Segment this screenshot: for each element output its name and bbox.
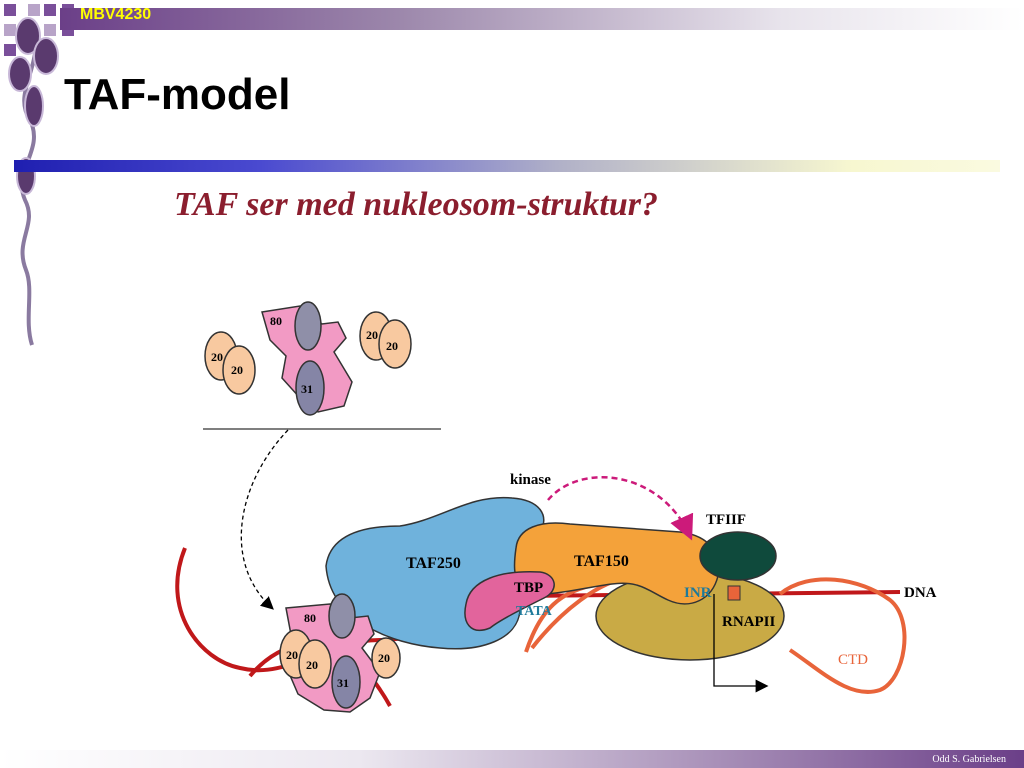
taf80-subunit: [261, 305, 353, 413]
taf20-label: 20: [386, 339, 398, 353]
tata-label: TATA: [516, 604, 553, 619]
tbp-body: [464, 571, 555, 631]
taf20-subunit: [371, 637, 401, 679]
taf20-subunit: [222, 345, 256, 395]
vine-bead: [15, 17, 41, 55]
transcription-start-arrow: [713, 594, 769, 693]
decor-square: [28, 4, 40, 16]
decor-square: [4, 44, 16, 56]
taf20-label: 20: [366, 328, 378, 342]
decor-square: [4, 4, 16, 16]
inr-label: INR: [684, 585, 712, 601]
title-rule: [14, 160, 1000, 172]
taf80-label: 80: [270, 314, 282, 328]
taf20-label: 20: [286, 648, 298, 662]
taf20-subunit: [378, 319, 412, 369]
tbp-label: TBP: [514, 580, 543, 596]
taf80-grey-subunit: [328, 593, 356, 639]
vine-bead: [33, 37, 59, 75]
taf31-subunit: [331, 655, 361, 709]
upper-taf-cluster: 20 20 80 31 20 20: [204, 301, 412, 416]
figure-title: TAF ser med nukleosom-struktur?: [174, 186, 658, 223]
vine-bead: [24, 85, 44, 127]
taf31-label: 31: [301, 382, 313, 396]
dna-label: DNA: [904, 585, 937, 601]
inr-box: [727, 585, 741, 601]
taf31-subunit: [295, 360, 325, 416]
taf250-label: TAF250: [406, 555, 461, 572]
slide-title: TAF-model: [64, 70, 291, 119]
taf31-label: 31: [337, 676, 349, 690]
taf150-label: TAF150: [574, 553, 629, 570]
taf20-label: 20: [211, 350, 223, 364]
decor-square: [44, 4, 56, 16]
tfiif-label: TFIIF: [706, 512, 746, 528]
rnapii-label: RNAPII: [722, 614, 775, 630]
decor-square: [4, 24, 16, 36]
footer-bar: [0, 750, 1024, 768]
taf20-subunit: [298, 639, 332, 689]
taf80-label: 80: [304, 611, 316, 625]
lower-taf-cluster: 80 20 20 20 31: [279, 593, 401, 713]
assembly-arrow: [240, 429, 289, 610]
tfiif-body: [699, 531, 777, 581]
taf20-label: 20: [306, 658, 318, 672]
vine-bead: [8, 56, 32, 92]
footer-author: Odd S. Gabrielsen: [932, 754, 1006, 765]
ctd-label: CTD: [838, 652, 868, 668]
taf20-label: 20: [231, 363, 243, 377]
taf80-grey-subunit: [294, 301, 322, 351]
taf20-label: 20: [378, 651, 390, 665]
course-code: MBV4230: [80, 6, 152, 23]
kinase-label: kinase: [510, 472, 551, 488]
header-bar: [60, 8, 1024, 30]
decor-square: [44, 24, 56, 36]
